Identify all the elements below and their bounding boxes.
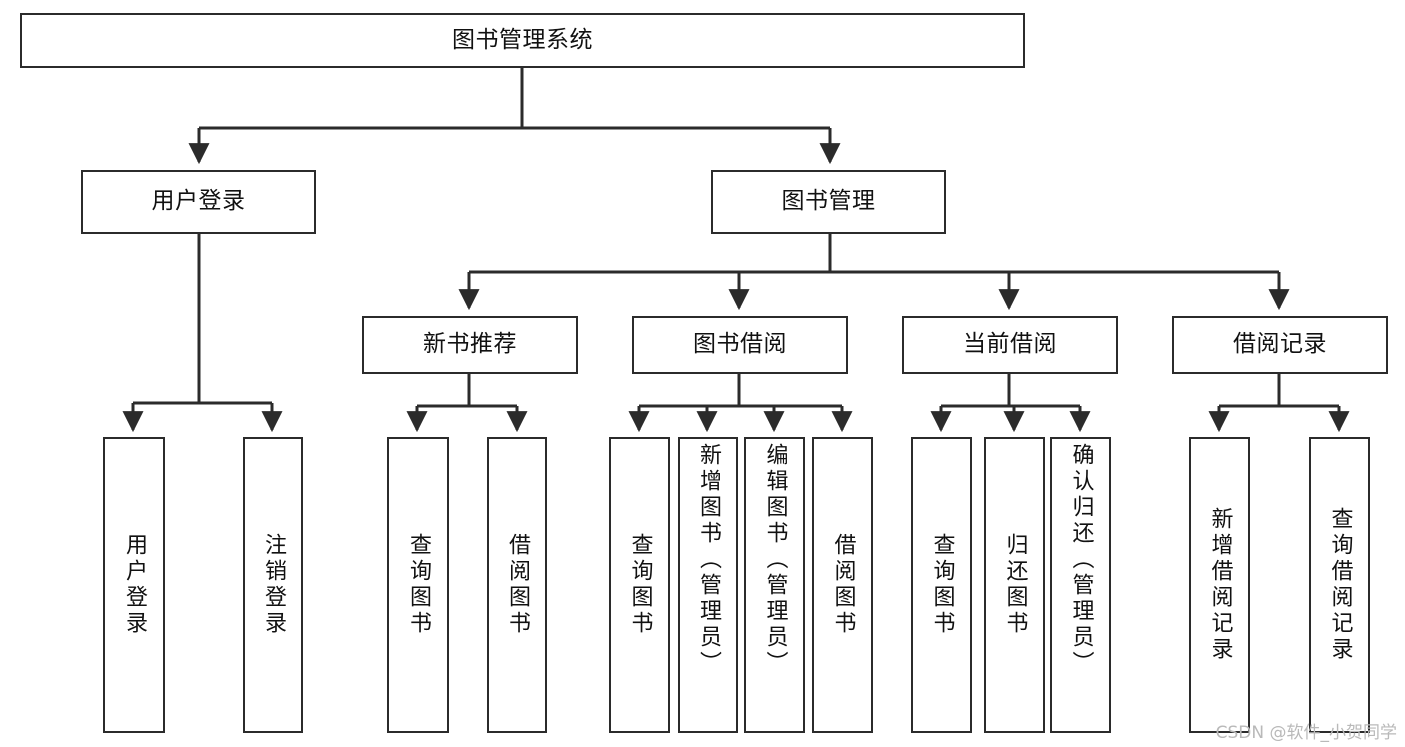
leaf-borrow-book-rec-label: 借阅图书 bbox=[505, 533, 530, 637]
node-borrow-record[interactable]: 借阅记录 bbox=[1172, 316, 1388, 374]
leaf-add-borrow-record-label: 新增借阅记录 bbox=[1207, 507, 1233, 663]
node-current-borrow[interactable]: 当前借阅 bbox=[902, 316, 1118, 374]
node-book-borrow[interactable]: 图书借阅 bbox=[632, 316, 848, 374]
node-book-manage-label: 图书管理 bbox=[781, 188, 876, 215]
leaf-query-book-borrow[interactable]: 查询图书 bbox=[609, 437, 670, 733]
leaf-query-borrow-record[interactable]: 查询借阅记录 bbox=[1309, 437, 1370, 733]
leaf-confirm-return-label: 确认归还（管理员） bbox=[1068, 443, 1094, 677]
node-user-login-label: 用户登录 bbox=[151, 188, 246, 215]
leaf-user-logout[interactable]: 注销登录 bbox=[243, 437, 303, 733]
leaf-add-book-label: 新增图书（管理员） bbox=[696, 443, 721, 677]
leaf-user-login[interactable]: 用户登录 bbox=[103, 437, 165, 733]
leaf-user-logout-label: 注销登录 bbox=[261, 533, 286, 637]
leaf-user-login-label: 用户登录 bbox=[122, 533, 147, 637]
leaf-query-book-current[interactable]: 查询图书 bbox=[911, 437, 972, 733]
leaf-add-book[interactable]: 新增图书（管理员） bbox=[678, 437, 738, 733]
leaf-add-borrow-record[interactable]: 新增借阅记录 bbox=[1189, 437, 1250, 733]
node-user-login[interactable]: 用户登录 bbox=[81, 170, 316, 234]
node-new-book-rec[interactable]: 新书推荐 bbox=[362, 316, 578, 374]
leaf-confirm-return[interactable]: 确认归还（管理员） bbox=[1050, 437, 1111, 733]
node-current-borrow-label: 当前借阅 bbox=[963, 331, 1057, 358]
csdn-watermark: CSDN @软件_小贺同学 bbox=[1215, 723, 1397, 743]
node-new-book-rec-label: 新书推荐 bbox=[423, 331, 517, 358]
node-book-borrow-label: 图书借阅 bbox=[693, 331, 787, 358]
leaf-query-book-borrow-label: 查询图书 bbox=[627, 533, 653, 637]
leaf-edit-book-label: 编辑图书（管理员） bbox=[762, 443, 788, 677]
leaf-borrow-book-rec[interactable]: 借阅图书 bbox=[487, 437, 547, 733]
leaf-edit-book[interactable]: 编辑图书（管理员） bbox=[744, 437, 805, 733]
node-root-label: 图书管理系统 bbox=[452, 26, 593, 53]
leaf-query-book-rec[interactable]: 查询图书 bbox=[387, 437, 449, 733]
leaf-query-book-rec-label: 查询图书 bbox=[406, 533, 431, 637]
leaf-return-book-label: 归还图书 bbox=[1002, 533, 1028, 637]
node-root[interactable]: 图书管理系统 bbox=[20, 13, 1025, 68]
node-borrow-record-label: 借阅记录 bbox=[1233, 331, 1327, 358]
leaf-borrow-book-label: 借阅图书 bbox=[830, 533, 856, 637]
leaf-query-borrow-record-label: 查询借阅记录 bbox=[1327, 507, 1353, 663]
leaf-borrow-book[interactable]: 借阅图书 bbox=[812, 437, 873, 733]
leaf-return-book[interactable]: 归还图书 bbox=[984, 437, 1045, 733]
leaf-query-book-current-label: 查询图书 bbox=[929, 533, 955, 637]
node-book-manage[interactable]: 图书管理 bbox=[711, 170, 946, 234]
